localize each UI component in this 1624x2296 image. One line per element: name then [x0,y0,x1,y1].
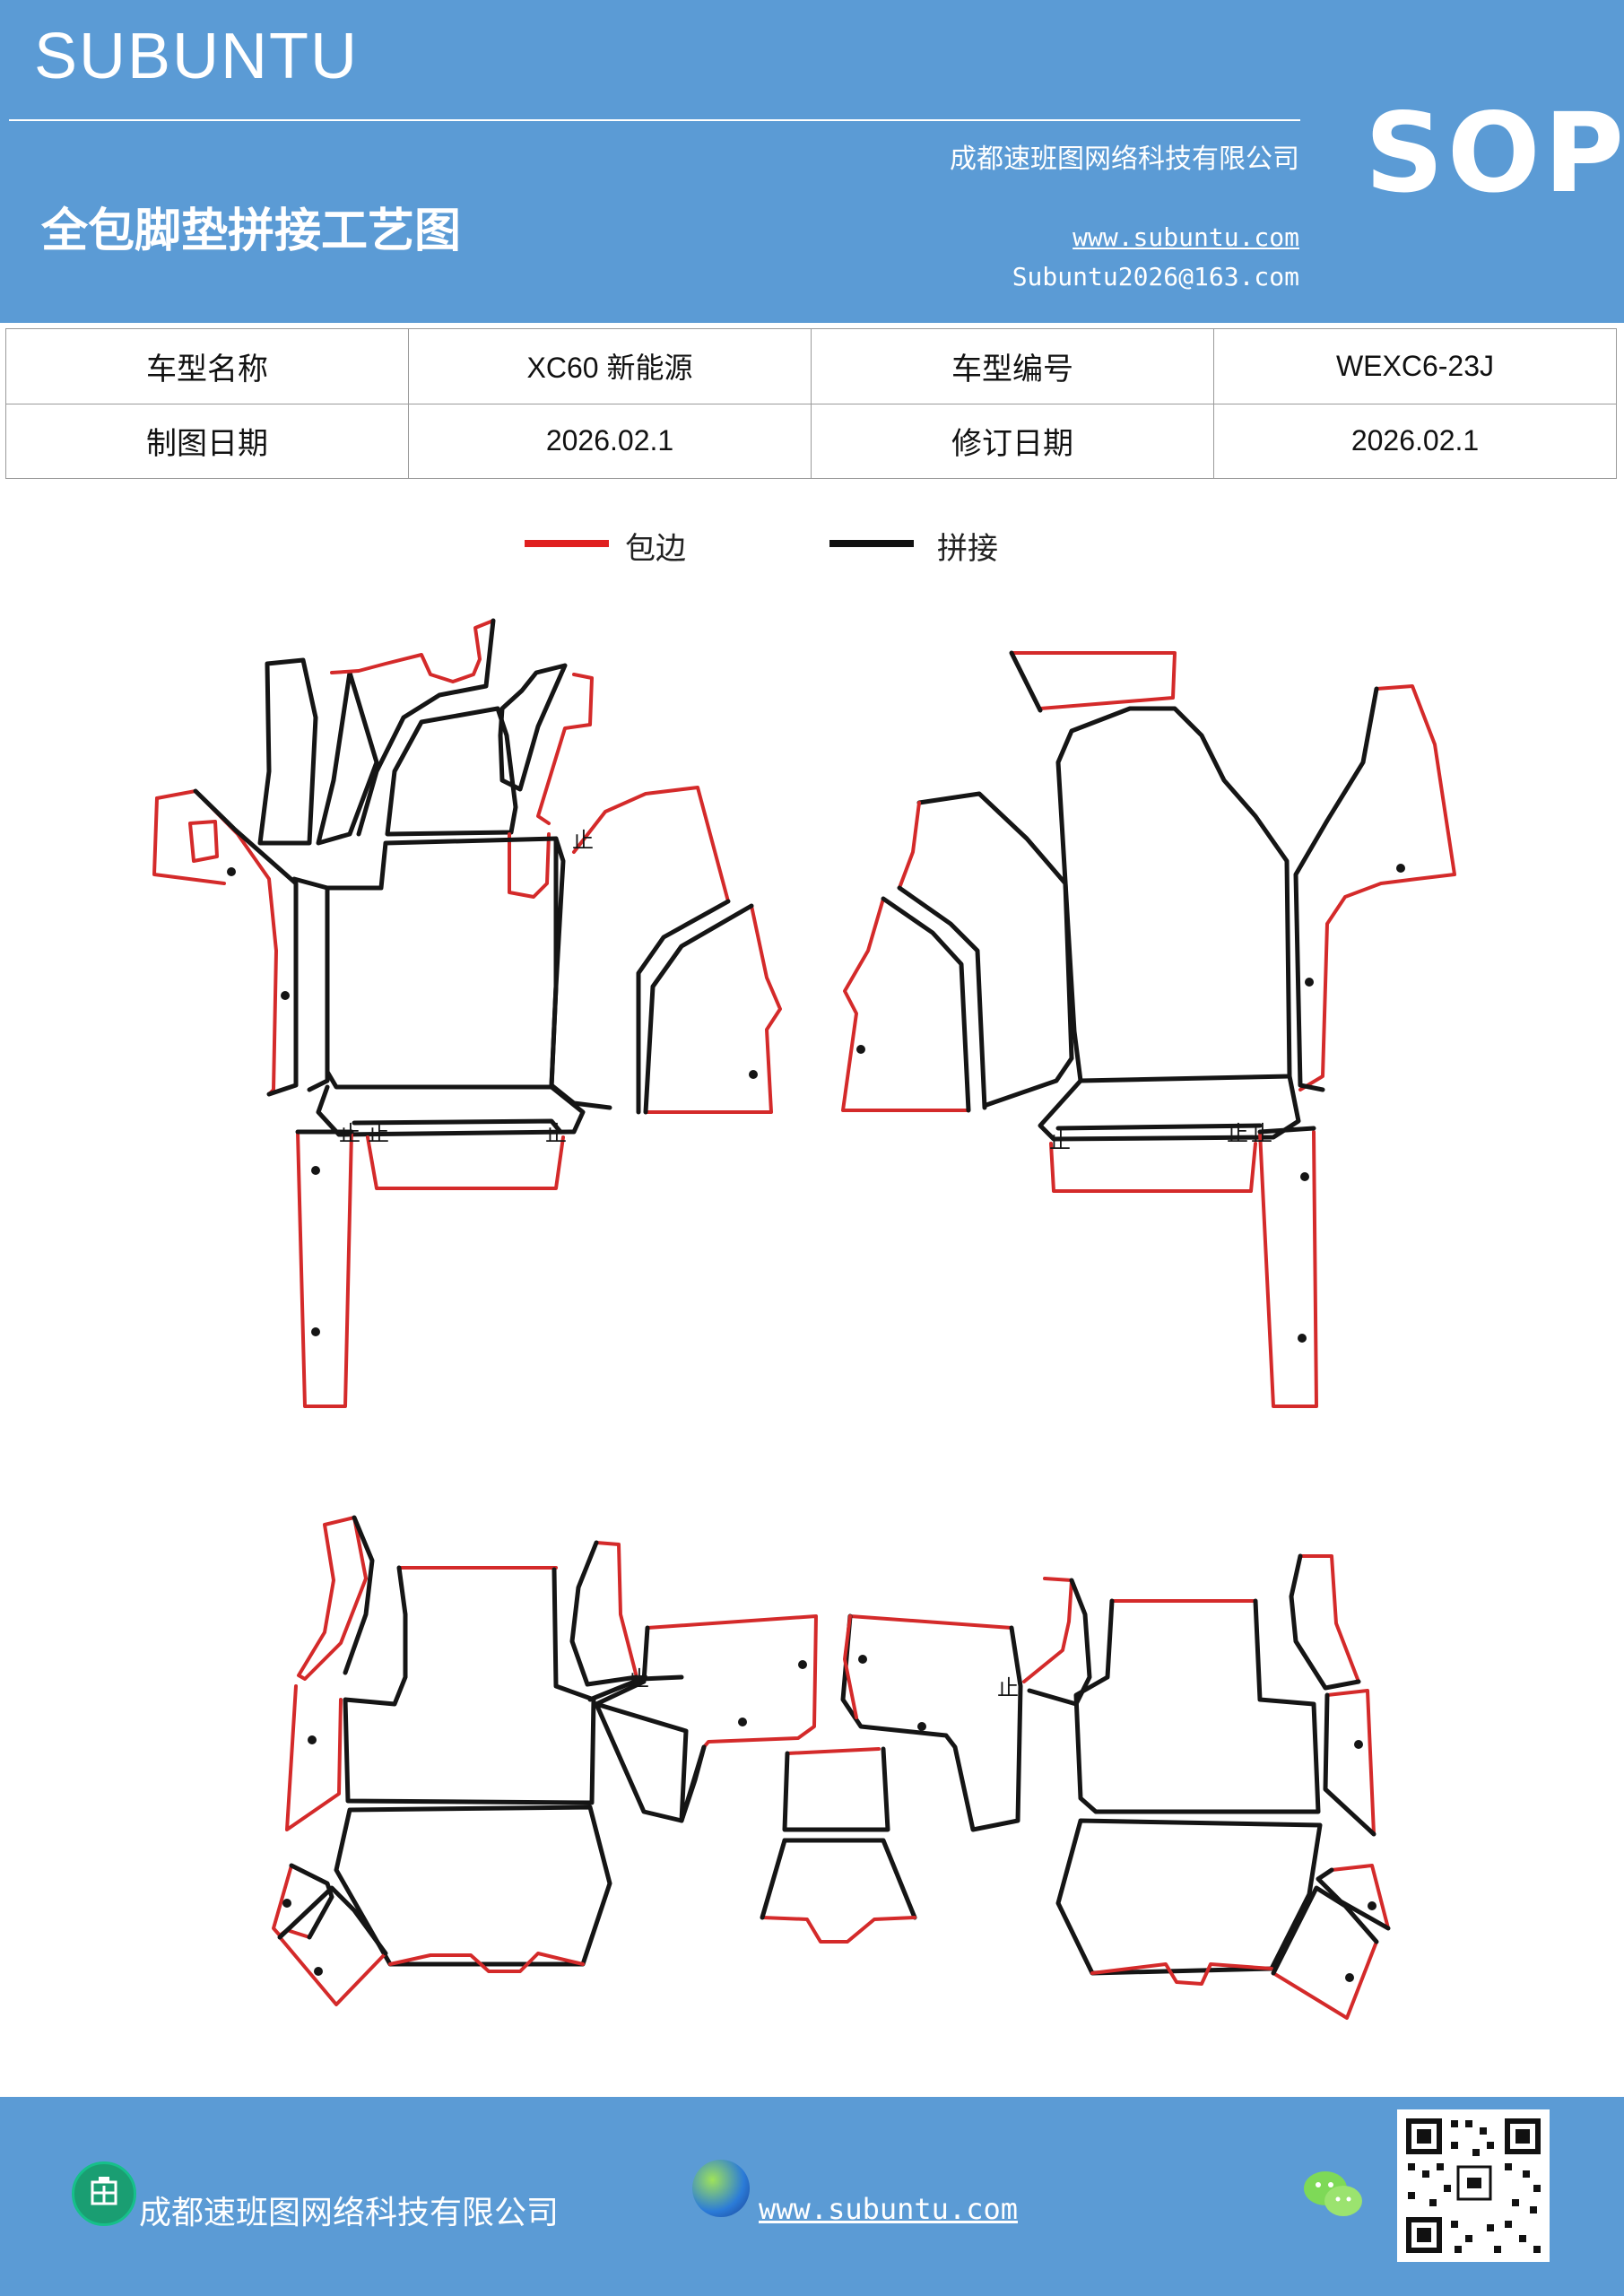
anchor-dot [738,1718,747,1726]
seam-legend-label: 拼接 [937,531,998,567]
anchor-dot [1354,1740,1363,1749]
stop-marker: 止 [1251,1121,1272,1146]
anchor-dot [1298,1334,1307,1343]
anchor-dot [282,1899,291,1908]
anchor-dot [311,1166,320,1175]
anchor-dot [1368,1901,1376,1910]
draw-date-label: 制图日期 [5,403,409,479]
stop-marker: 止 [368,1121,389,1146]
header-divider [9,119,1300,121]
vehicle-info-table: 车型名称 XC60 新能源 车型编号 WEXC6-23J 制图日期 2026.0… [5,328,1617,479]
edge-line-swatch [525,540,609,547]
stop-marker: 止 [339,1121,360,1146]
model-code-label: 车型编号 [811,328,1214,404]
front-right-mat-group: 止 止 止 [841,650,1456,1408]
stop-marker: 止 [1227,1121,1248,1146]
revise-date-label: 修订日期 [811,403,1214,479]
header-banner: SUBUNTU 成都速班图网络科技有限公司 全包脚垫拼接工艺图 www.subu… [0,0,1624,323]
footer-company: 成都速班图网络科技有限公司 [139,2195,560,2231]
wechat-icon[interactable] [1302,2167,1365,2221]
anchor-dot [1396,864,1405,873]
floor-mat-diagram: .r { fill:none; stroke:#d42a2a; stroke-w… [152,618,1456,2020]
qr-code [1397,2109,1550,2262]
document-title: 全包脚垫拼接工艺图 [41,204,462,258]
anchor-dot [281,991,290,1000]
brand-name: SUBUNTU [34,21,360,92]
globe-icon [692,2160,750,2217]
revise-date-value: 2026.02.1 [1213,403,1617,479]
stop-marker: 止 [572,828,594,853]
anchor-dot [1300,1172,1309,1181]
front-left-mat-group: 止 止 止 止 [152,618,782,1408]
edge-legend-label: 包边 [625,531,686,567]
model-code-value: WEXC6-23J [1213,328,1617,404]
rear-right-mat-group: 止 止 [628,1553,1391,2020]
stop-marker: 止 [997,1675,1019,1700]
anchor-dot [1345,1973,1354,1982]
anchor-dot [1305,978,1314,987]
footer-banner: 成都速班图网络科技有限公司 www.subuntu.com [0,2097,1624,2296]
rear-left-mat-group [272,1515,684,2006]
model-name-value: XC60 新能源 [408,328,812,404]
anchor-dot [856,1045,865,1054]
header-email[interactable]: Subuntu2026@163.com [1012,262,1299,291]
footer-website-link[interactable]: www.subuntu.com [759,2192,1018,2226]
seam-line-swatch [829,540,914,547]
stop-marker: 止 [1049,1128,1071,1153]
anchor-dot [917,1722,926,1731]
rear-center-mat-group [594,1613,1023,1944]
stop-marker: 止 [545,1121,567,1146]
table-row: 车型名称 XC60 新能源 车型编号 WEXC6-23J [5,328,1617,404]
anchor-dot [749,1070,758,1079]
anchor-dot [858,1655,867,1664]
header-company: 成都速班图网络科技有限公司 [950,144,1299,175]
anchor-dot [311,1327,320,1336]
building-icon [72,2161,136,2226]
anchor-dot [308,1735,317,1744]
table-row: 制图日期 2026.02.1 修订日期 2026.02.1 [5,403,1617,479]
header-website-link[interactable]: www.subuntu.com [1073,222,1299,252]
draw-date-value: 2026.02.1 [408,403,812,479]
model-name-label: 车型名称 [5,328,409,404]
sop-badge: SOP [1365,90,1624,217]
anchor-dot [227,867,236,876]
stop-marker: 止 [628,1666,649,1692]
anchor-dot [314,1967,323,1976]
anchor-dot [798,1660,807,1669]
